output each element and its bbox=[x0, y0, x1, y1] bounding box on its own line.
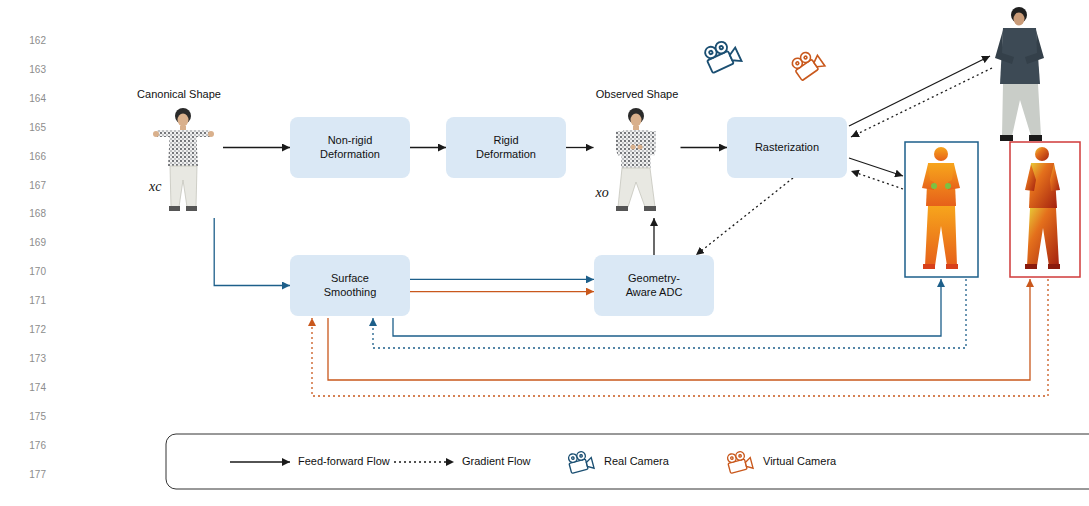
line-number: 172 bbox=[16, 324, 46, 335]
depth-map-frame bbox=[1010, 142, 1080, 277]
box-label: Surface Smoothing bbox=[312, 272, 388, 300]
process-box: Geometry-Aware ADC bbox=[594, 255, 714, 316]
line-number: 168 bbox=[16, 208, 46, 219]
shape-figure: Canonical Shape xc bbox=[135, 88, 223, 218]
line-number: 165 bbox=[16, 122, 46, 133]
camera-sample bbox=[566, 450, 598, 474]
line-sample bbox=[228, 450, 292, 474]
box-label: Non-rigid Deformation bbox=[312, 134, 388, 162]
camera-sample bbox=[725, 450, 757, 474]
flow-arrow bbox=[653, 218, 654, 255]
flow-arrow bbox=[410, 291, 594, 292]
flow-arrow bbox=[214, 218, 290, 286]
rendered-image bbox=[995, 7, 1044, 141]
line-number: 177 bbox=[16, 469, 46, 480]
shape-figure: Observed Shape xo bbox=[594, 88, 681, 218]
line-number: 176 bbox=[16, 440, 46, 451]
process-box: Non-rigid Deformation bbox=[290, 117, 410, 178]
line-number: 167 bbox=[16, 180, 46, 191]
legend-item: Gradient Flow bbox=[392, 450, 530, 474]
process-box: Rigid Deformation bbox=[446, 117, 566, 178]
box-label: Rigid Deformation bbox=[468, 134, 544, 162]
legend-text: Feed-forward Flow bbox=[298, 455, 390, 469]
legend-frame bbox=[166, 434, 1089, 489]
legend-item: Real Camera bbox=[566, 450, 669, 474]
legend-item: Feed-forward Flow bbox=[228, 450, 390, 474]
line-number: 175 bbox=[16, 411, 46, 422]
line-number: 169 bbox=[16, 237, 46, 248]
flow-arrow bbox=[566, 147, 594, 148]
flow-arrow bbox=[223, 147, 290, 148]
legend-text: Virtual Camera bbox=[763, 455, 836, 469]
canonical-figure bbox=[153, 108, 214, 211]
flow-arrow bbox=[681, 147, 728, 148]
math-symbol: xc bbox=[149, 178, 161, 196]
legend-item: Virtual Camera bbox=[725, 450, 836, 474]
figure-caption: Canonical Shape bbox=[137, 88, 221, 102]
legend-text: Real Camera bbox=[604, 455, 669, 469]
depth-figure bbox=[1025, 147, 1060, 266]
line-number: 163 bbox=[16, 64, 46, 75]
box-label: Rasterization bbox=[755, 141, 819, 155]
virtual-camera-icon bbox=[790, 47, 825, 81]
box-label: Geometry-Aware ADC bbox=[616, 272, 692, 300]
line-number: 174 bbox=[16, 382, 46, 393]
line-number: 164 bbox=[16, 93, 46, 104]
gradient-arrow bbox=[696, 178, 793, 255]
legend-text: Gradient Flow bbox=[462, 455, 530, 469]
line-number: 166 bbox=[16, 151, 46, 162]
line-number: 171 bbox=[16, 295, 46, 306]
line-number: 173 bbox=[16, 353, 46, 364]
depth-map-frame bbox=[905, 142, 978, 277]
observed-figure bbox=[616, 108, 656, 211]
line-sample bbox=[392, 450, 456, 474]
real-camera-icon bbox=[702, 37, 741, 74]
math-symbol: xo bbox=[596, 184, 609, 202]
figure-caption: Observed Shape bbox=[596, 88, 679, 102]
flow-lines bbox=[312, 56, 1048, 396]
process-box: Surface Smoothing bbox=[290, 255, 410, 316]
process-box: Rasterization bbox=[727, 117, 847, 178]
depth-figure bbox=[922, 147, 960, 266]
flow-arrow bbox=[410, 279, 594, 280]
line-number: 170 bbox=[16, 266, 46, 277]
line-number: 162 bbox=[16, 35, 46, 46]
flow-arrow bbox=[410, 147, 446, 148]
